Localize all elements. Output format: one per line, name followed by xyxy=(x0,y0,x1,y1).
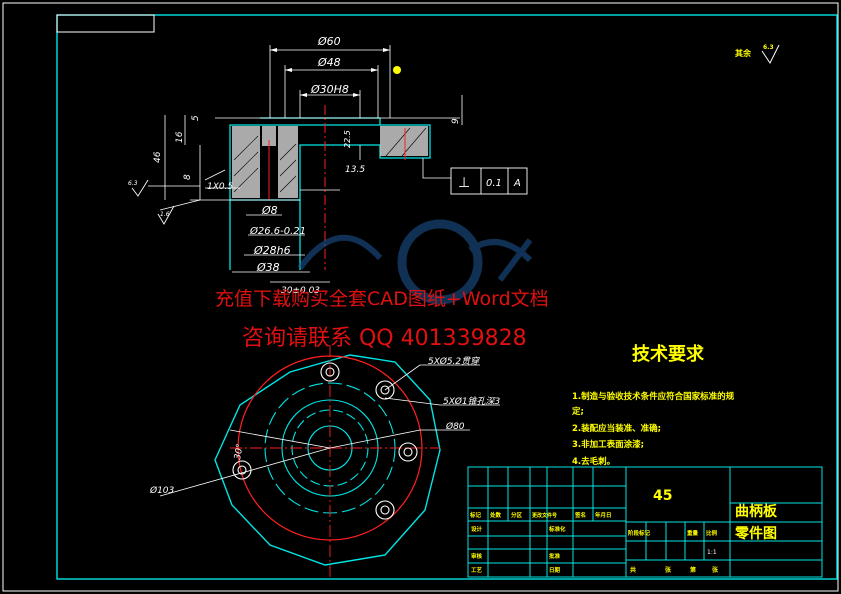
tb-sheet: 张 xyxy=(712,566,719,574)
part-name-2: 零件图 xyxy=(734,525,777,542)
dim-angle-30: 30° xyxy=(233,443,246,460)
dim-8: 8 xyxy=(183,174,193,180)
tb-sheet: 共 xyxy=(630,566,636,574)
requirements-list: 1.制造与验收技术条件应符合国家标准的规 定; 2.装配应当装准、准确; 3.非… xyxy=(571,391,735,467)
tb-stage: 重量 xyxy=(687,529,699,537)
requirement-item: 1.制造与验收技术条件应符合国家标准的规 xyxy=(572,391,735,402)
surface-note-value: 6.3 xyxy=(763,44,774,51)
dim-d103: Ø103 xyxy=(149,485,175,496)
tb-sheet: 张 xyxy=(665,566,672,574)
part-name-1: 曲柄板 xyxy=(735,503,778,520)
dim-d26: Ø26.6-0.21 xyxy=(249,225,306,237)
dim-46: 46 xyxy=(153,151,163,163)
tb-role: 设计 xyxy=(471,525,483,533)
tb-header: 签名 xyxy=(574,511,586,519)
tolerance-frame: ⊥ 0.1 A xyxy=(422,158,528,195)
requirement-item: 3.非加工表面涂漆; xyxy=(572,439,644,450)
dim-d30h8: Ø30H8 xyxy=(310,83,349,96)
dim-9: 9 xyxy=(451,118,461,124)
tb-header: 标记 xyxy=(469,511,482,519)
section-view xyxy=(190,105,460,270)
watermark-logo xyxy=(297,219,533,305)
dim-d48: Ø48 xyxy=(317,56,341,69)
datum-a-marker xyxy=(393,66,401,74)
dim-holes-1: 5XØ1锥孔深3 xyxy=(443,396,501,407)
tb-header: 处数 xyxy=(489,511,502,519)
dim-arrows xyxy=(270,48,390,97)
dim-holes-5-2: 5XØ5.2贯穿 xyxy=(428,356,480,367)
scale: 1:1 xyxy=(707,549,717,556)
dim-13-5: 13.5 xyxy=(345,165,365,175)
dimension-lines xyxy=(148,45,463,283)
roughness-6-3-icon xyxy=(131,179,149,197)
tb-sheet: 第 xyxy=(689,566,696,574)
tb-std: 日期 xyxy=(549,566,561,574)
requirement-item: 4.去毛刺。 xyxy=(572,456,615,467)
tb-std: 标准化 xyxy=(548,525,566,533)
perpendicular-icon: ⊥ xyxy=(458,175,470,191)
tb-stage: 比例 xyxy=(706,529,718,537)
requirements-title: 技术要求 xyxy=(632,343,705,365)
tb-std: 批准 xyxy=(549,552,561,560)
requirement-item: 2.装配应当装准、准确; xyxy=(572,423,661,434)
material: 45 xyxy=(653,488,672,504)
dim-d38: Ø38 xyxy=(256,261,280,274)
dim-16: 16 xyxy=(175,131,185,143)
tolerance-datum: A xyxy=(513,178,521,189)
dim-chamfer: 1X0.5 xyxy=(207,182,233,192)
dim-d60: Ø60 xyxy=(317,35,341,48)
dim-d8: Ø8 xyxy=(261,204,278,217)
watermark-line-1: 充值下载购买全套CAD图纸+Word文档 xyxy=(215,288,549,310)
roughness-6-3: 6.3 xyxy=(128,180,138,187)
corner-box xyxy=(56,14,155,33)
roughness-1-6: 1.6 xyxy=(160,211,170,218)
tb-header: 更改文件号 xyxy=(532,512,557,519)
dim-d80: Ø80 xyxy=(445,421,465,432)
tb-header: 分区 xyxy=(511,511,523,519)
title-block xyxy=(467,466,823,578)
roughness-1-6-icon xyxy=(157,205,175,225)
tb-role: 工艺 xyxy=(471,566,483,574)
tb-header: 年月日 xyxy=(595,511,612,519)
dim-d28h6: Ø28h6 xyxy=(253,244,291,257)
requirement-item: 定; xyxy=(571,406,584,417)
dim-5: 5 xyxy=(191,115,201,121)
roughness-symbol-icon xyxy=(761,44,780,64)
surface-note: 其余 6.3 xyxy=(735,44,780,64)
watermark-line-2: 咨询请联系 QQ 401339828 xyxy=(242,326,527,351)
tb-role: 审核 xyxy=(471,552,483,560)
plan-view xyxy=(159,345,500,578)
dim-22-5: 22.5 xyxy=(343,130,352,148)
tb-stage: 阶段标记 xyxy=(628,529,651,537)
tolerance-value: 0.1 xyxy=(486,178,502,189)
inner-border xyxy=(56,14,838,580)
surface-note-label: 其余 xyxy=(735,48,752,58)
dim-30: 30±0.03 xyxy=(281,286,320,296)
